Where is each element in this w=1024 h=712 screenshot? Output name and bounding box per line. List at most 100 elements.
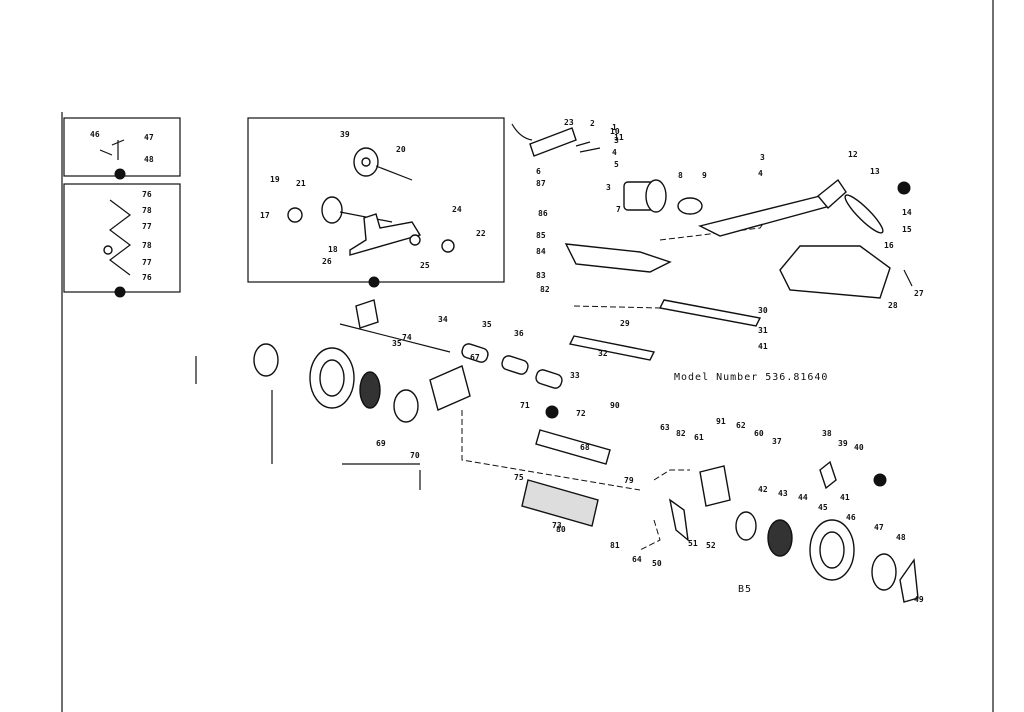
callout-number: 40 xyxy=(854,443,864,452)
callout-number: 26 xyxy=(322,257,332,266)
callout-number: 62 xyxy=(736,421,746,430)
callout-number: 11 xyxy=(614,133,624,142)
callout-number: 64 xyxy=(632,555,642,564)
callout-number: 83 xyxy=(536,271,546,280)
callout-number: 2 xyxy=(590,119,595,128)
callout-number: 27 xyxy=(914,289,924,298)
hook-part-icon xyxy=(103,245,113,255)
cover-icon xyxy=(779,245,891,299)
callout-number: 49 xyxy=(914,595,924,604)
nozzle-marker-dot xyxy=(545,405,559,419)
callout-number: 34 xyxy=(438,315,448,324)
pulley-icon xyxy=(321,196,343,224)
callout-number: 80 xyxy=(556,525,566,534)
callout-number: 84 xyxy=(536,247,546,256)
inset-marker-dot xyxy=(368,276,380,288)
callout-number: 52 xyxy=(706,541,716,550)
callout-number: 37 xyxy=(772,437,782,446)
assembly-guide-line xyxy=(639,519,661,551)
callout-number: 47 xyxy=(874,523,884,532)
gear-housing-icon xyxy=(429,365,471,411)
callout-number: 4 xyxy=(758,169,763,178)
callout-number: 67 xyxy=(470,353,480,362)
motor-end-icon xyxy=(645,179,667,213)
belt-icon xyxy=(677,197,703,215)
callout-number: 76 xyxy=(142,273,152,282)
gear-icon xyxy=(359,371,381,409)
callout-number: 17 xyxy=(260,211,270,220)
callout-number: 3 xyxy=(606,183,611,192)
callout-number: 39 xyxy=(838,439,848,448)
callout-number: 24 xyxy=(452,205,462,214)
axle-shaft xyxy=(339,323,451,353)
callout-number: 79 xyxy=(624,476,634,485)
callout-number: 48 xyxy=(144,155,154,164)
callout-number: 73 xyxy=(552,521,562,530)
callout-number: 82 xyxy=(540,285,550,294)
callout-number: 47 xyxy=(144,133,154,142)
callout-number: 75 xyxy=(514,473,524,482)
callout-number: 23 xyxy=(564,118,574,127)
hub-cap-icon xyxy=(253,343,279,377)
inset-marker-dot xyxy=(114,168,126,180)
disc-icon xyxy=(393,389,419,423)
callout-number: 1 xyxy=(612,123,617,132)
callout-number: 51 xyxy=(688,539,698,548)
callout-number: 20 xyxy=(396,145,406,154)
callout-number: 42 xyxy=(758,485,768,494)
callout-number: 35 xyxy=(482,320,492,329)
clip-part-icon xyxy=(99,139,125,160)
callout-number: 29 xyxy=(620,319,630,328)
callout-number: 41 xyxy=(840,493,850,502)
handle-clamp-icon xyxy=(817,178,847,210)
callout-number: 86 xyxy=(538,209,548,218)
wheel-bracket-icon xyxy=(899,558,919,603)
callout-number: 10 xyxy=(610,127,620,136)
callout-number: 13 xyxy=(870,167,880,176)
callout-number: 44 xyxy=(798,493,808,502)
callout-number: 50 xyxy=(652,559,662,568)
callout-number: 77 xyxy=(142,222,152,231)
callout-number: 12 xyxy=(848,150,858,159)
callout-number: 87 xyxy=(536,179,546,188)
callout-number: 36 xyxy=(514,329,524,338)
callout-number: 5 xyxy=(614,160,619,169)
callout-number: 78 xyxy=(142,241,152,250)
model-number-caption: Model Number 536.81640 xyxy=(674,372,828,383)
callout-number: 19 xyxy=(270,175,280,184)
wheel-inner-icon xyxy=(319,359,345,397)
handle-marker-dot xyxy=(897,181,911,195)
gear-housing-icon xyxy=(699,465,731,507)
callout-number: 22 xyxy=(476,229,486,238)
rail-icon xyxy=(568,335,656,361)
brush-roll-icon xyxy=(521,479,599,527)
callout-number: 3 xyxy=(760,153,765,162)
callout-number: 3 xyxy=(614,136,619,145)
callout-number: 71 xyxy=(520,401,530,410)
belt-icon xyxy=(844,194,884,234)
callout-number: 16 xyxy=(884,241,894,250)
callout-number: 30 xyxy=(758,306,768,315)
inset-marker-dot xyxy=(114,286,126,298)
spring-part-icon xyxy=(109,199,131,276)
inset-box-spring xyxy=(63,183,181,293)
callout-number: 91 xyxy=(716,417,726,426)
callout-number: 33 xyxy=(570,371,580,380)
nut-icon xyxy=(287,207,303,223)
callout-number: 25 xyxy=(420,261,430,270)
callout-number: 78 xyxy=(142,206,152,215)
axle-shaft xyxy=(375,165,413,181)
callout-number: 43 xyxy=(778,489,788,498)
inset-box-large xyxy=(247,117,505,283)
roller-icon xyxy=(535,369,563,389)
wheel-inner-icon xyxy=(819,531,845,569)
callout-number: 39 xyxy=(340,130,350,139)
callout-number: 9 xyxy=(702,171,707,180)
callout-number: 8 xyxy=(678,171,683,180)
callout-number: 32 xyxy=(598,349,608,358)
gear-icon xyxy=(767,519,793,557)
assembly-guide-line xyxy=(461,410,641,491)
callout-number: 81 xyxy=(610,541,620,550)
disc-icon xyxy=(735,511,757,541)
callout-number: 46 xyxy=(90,130,100,139)
